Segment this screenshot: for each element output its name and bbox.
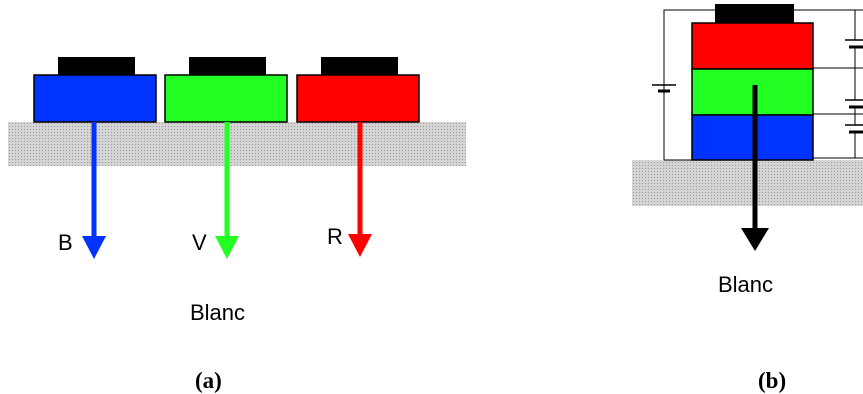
output-label-b: Blanc xyxy=(718,272,773,297)
arrow-label-b: B xyxy=(58,230,73,255)
output-label-a: Blanc xyxy=(190,300,245,325)
battery-right-3 xyxy=(845,124,863,134)
arrow-blue xyxy=(82,122,106,259)
battery-left xyxy=(652,84,676,93)
substrate-a xyxy=(8,122,466,166)
battery-right-1 xyxy=(845,39,863,49)
circuit-wires xyxy=(663,9,863,161)
led-red xyxy=(296,74,420,123)
stack-contact xyxy=(715,4,794,24)
led-blue-contact xyxy=(58,57,135,76)
arrow-red xyxy=(348,122,372,257)
led-blue xyxy=(33,74,157,123)
arrow-label-v: V xyxy=(192,230,207,255)
panel-b: Blanc (b) xyxy=(632,4,863,393)
caption-b: (b) xyxy=(758,368,786,393)
stack-layer-red xyxy=(691,22,814,70)
caption-a: (a) xyxy=(195,368,222,393)
led-red-contact xyxy=(321,57,398,76)
battery-right-2 xyxy=(845,99,863,109)
led-green-contact xyxy=(189,57,266,76)
arrow-white-output xyxy=(741,85,769,251)
arrow-label-r: R xyxy=(327,224,343,249)
led-green xyxy=(164,74,288,123)
panel-a: B V R Blanc (a) xyxy=(8,57,466,393)
substrate-b xyxy=(632,160,863,206)
arrow-green xyxy=(215,122,239,259)
